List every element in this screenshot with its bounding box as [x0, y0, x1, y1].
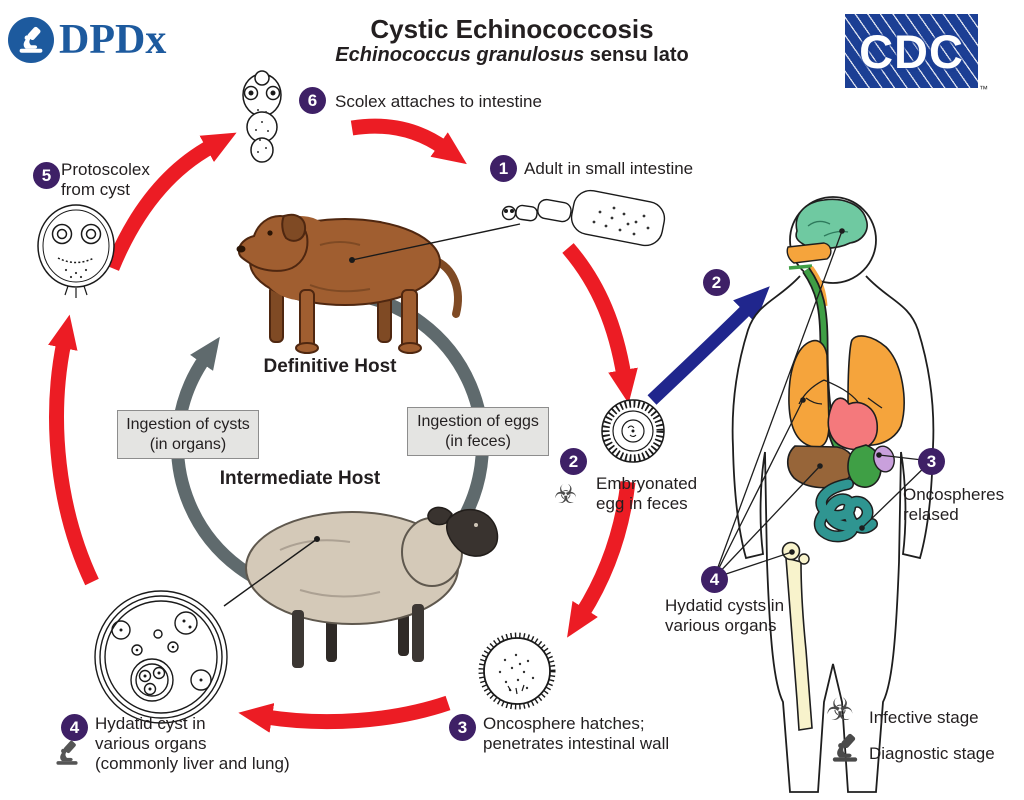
- nasal-cavity: [786, 242, 832, 264]
- stage-4-badge: 4: [61, 714, 88, 741]
- stage-5-badge: 5: [33, 162, 60, 189]
- dpdx-microscope-icon: [8, 17, 54, 63]
- red-arrow-2-to-3: [567, 481, 636, 638]
- ingestion-of-eggs-box: Ingestion of eggs(in feces): [407, 407, 549, 456]
- intestines: [815, 479, 877, 541]
- organ-annotation-dots: [789, 228, 882, 555]
- human-stage-3-badge: 3: [918, 448, 945, 475]
- sheep-head: [446, 508, 499, 557]
- sheep-eye: [474, 523, 478, 527]
- human-stage-4-badge: 4: [701, 566, 728, 593]
- cdc-logo-text: CDC: [859, 24, 964, 78]
- scolex-illustration: [242, 70, 282, 163]
- stage-1-label: Adult in small intestine: [524, 159, 694, 178]
- hydatid-cyst-illustration: [94, 590, 228, 724]
- dog-ear: [281, 213, 307, 242]
- stage-6-badge: 6: [299, 87, 326, 114]
- intermediate-host-label: Intermediate Host: [219, 468, 381, 489]
- species-name: Echinococcus granulosus: [335, 44, 585, 66]
- dpdx-logo: DPDx: [8, 16, 166, 64]
- page-subtitle: Echinococcus granulosus sensu lato: [0, 44, 1024, 67]
- oncosphere-illustration: [478, 632, 556, 710]
- subtitle-suffix: sensu lato: [584, 44, 689, 66]
- stage-2-badge: 2: [560, 448, 587, 475]
- dog-illustration: [236, 213, 462, 354]
- biohazard-icon-stage-2: ☣: [554, 479, 578, 509]
- brain: [795, 198, 868, 250]
- sheep-illustration: [245, 506, 499, 668]
- red-arrow-4-to-5: [48, 314, 99, 586]
- page-title: Cystic Echinococcosis: [370, 14, 654, 44]
- protoscolex-illustration: [37, 204, 115, 298]
- leader-lines: [223, 223, 521, 607]
- stage-1-badge: 1: [490, 155, 517, 182]
- embryonated-egg-illustration: [601, 399, 665, 463]
- femur-bone: [781, 541, 813, 731]
- dpdx-logo-text: DPDx: [59, 17, 167, 63]
- diagnostic-stage-label: Diagnostic stage: [869, 744, 995, 763]
- stage-3-label: Oncosphere hatches;penetrates intestinal…: [483, 714, 670, 754]
- human-figure: [713, 196, 935, 793]
- blue-arrow-egg-to-human: [647, 286, 770, 405]
- dog-nose: [236, 245, 246, 253]
- red-arrow-3-to-4: [238, 695, 451, 733]
- ingestion-of-cysts-box: Ingestion of cysts(in organs): [117, 410, 259, 459]
- human-stage-2-badge: 2: [703, 269, 730, 296]
- infective-stage-label: Infective stage: [869, 708, 979, 727]
- adult-worm-illustration: [501, 189, 666, 247]
- dog-eye: [267, 230, 273, 236]
- microscope-icon-legend: [830, 733, 860, 768]
- mouth: [788, 264, 813, 270]
- heart: [827, 397, 878, 451]
- definitive-host-label: Definitive Host: [263, 356, 397, 377]
- red-arrow-5-to-6: [105, 132, 237, 271]
- bronchi: [798, 379, 883, 409]
- cdc-trademark: ™: [979, 84, 988, 94]
- gray-arc-to-intermediate-host: [354, 288, 489, 554]
- stage-3-badge: 3: [449, 714, 476, 741]
- biohazard-icon-legend: ☣: [826, 692, 854, 727]
- red-arrow-1-to-2: [562, 243, 638, 404]
- stage-6-label: Scolex attaches to intestine: [335, 92, 542, 111]
- microscope-icon-stage-4: [54, 740, 80, 771]
- red-arrow-6-to-1: [350, 118, 467, 165]
- cdc-logo: CDC: [845, 14, 978, 88]
- outer-cycle-arrows: [48, 118, 638, 733]
- sheep-ear: [427, 506, 453, 526]
